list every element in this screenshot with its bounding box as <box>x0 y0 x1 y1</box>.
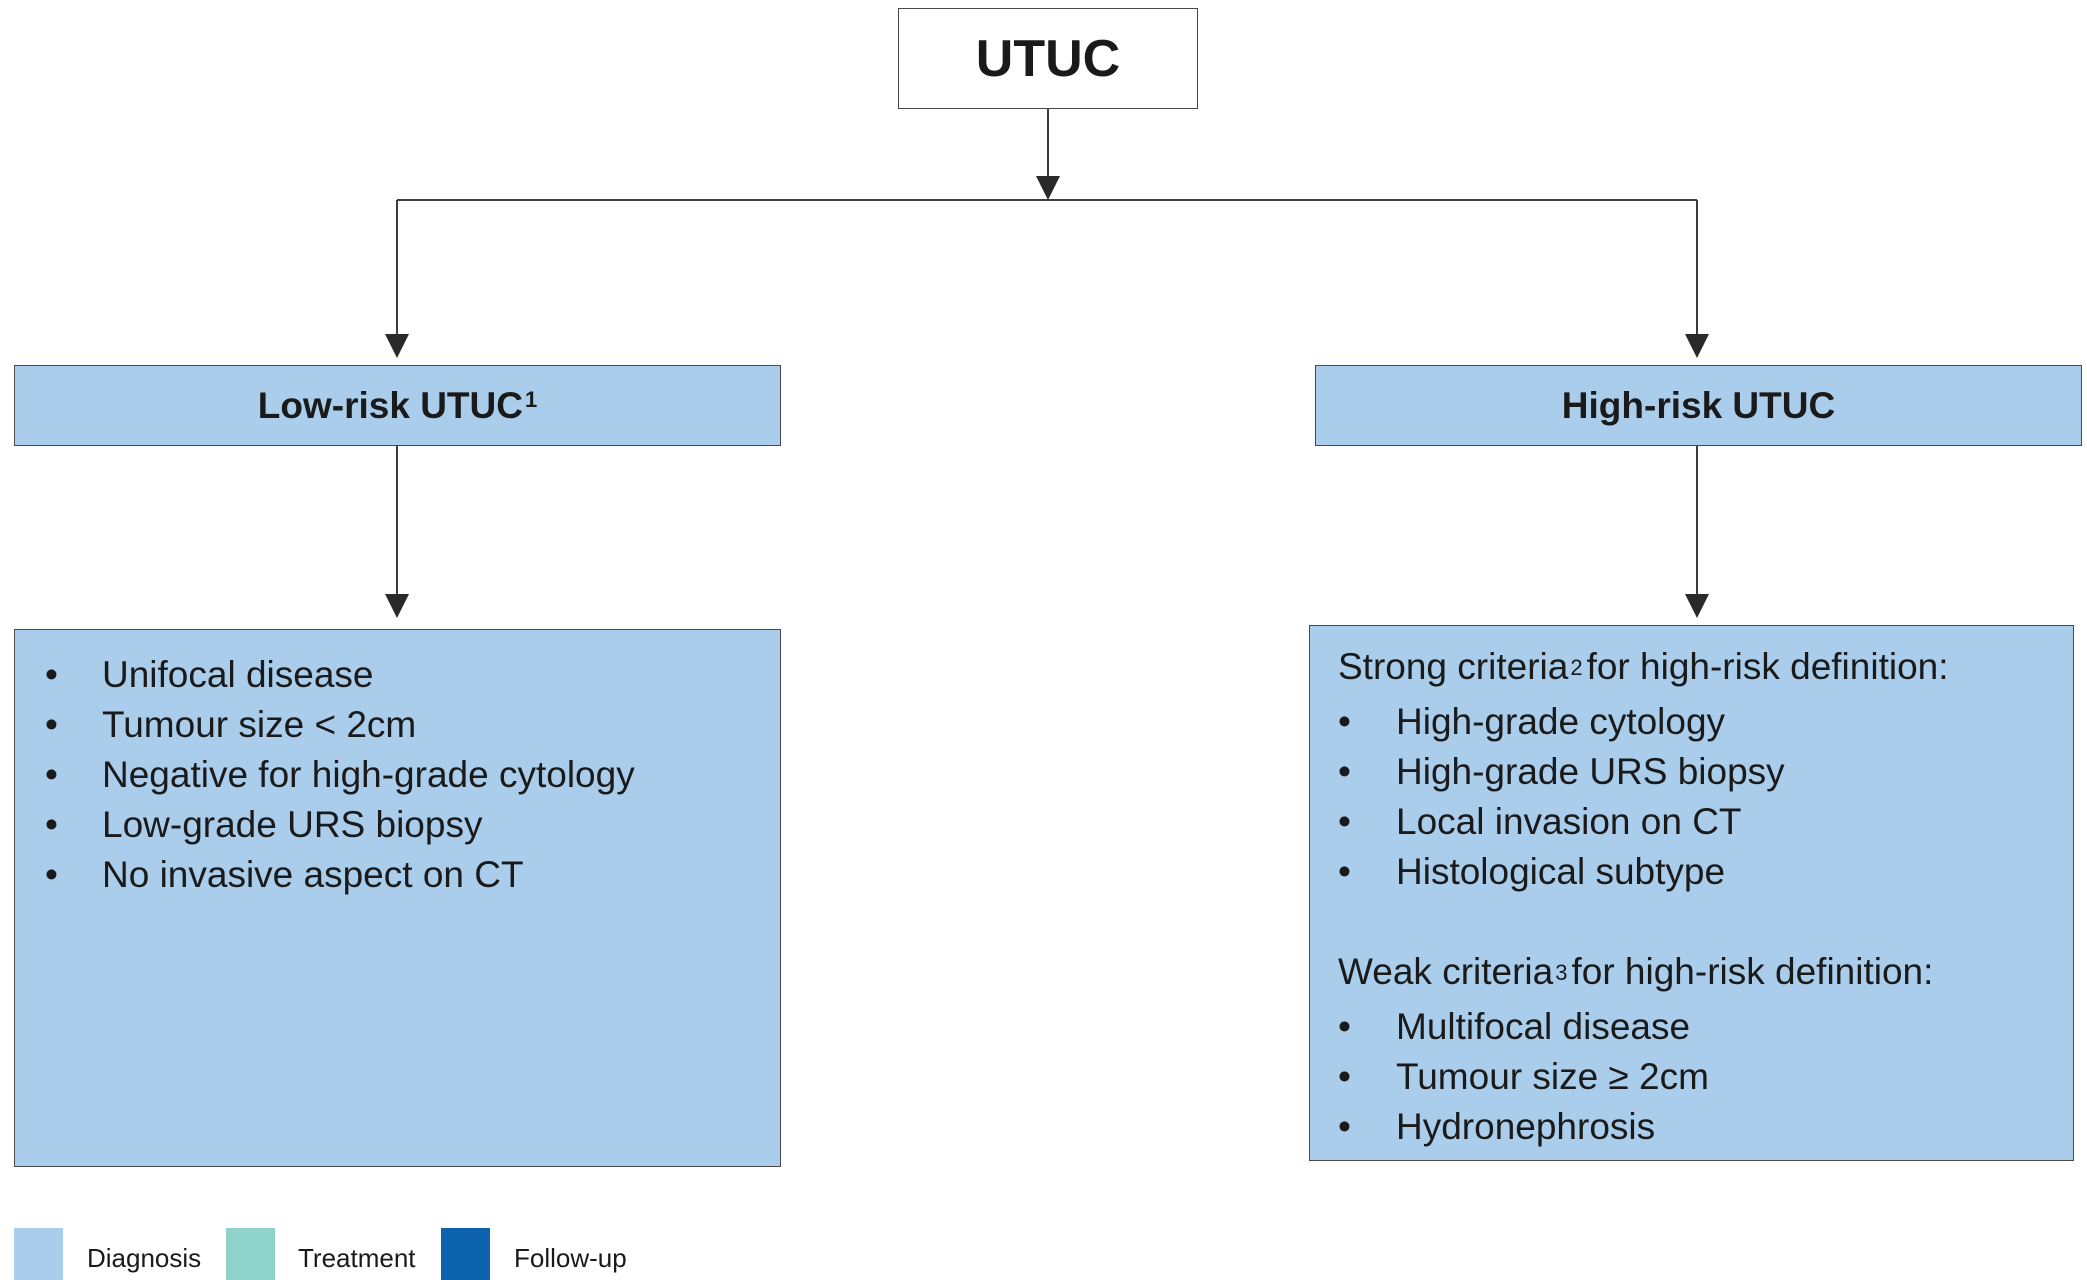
legend-label-follow-up: Follow-up <box>514 1243 627 1273</box>
high-risk-title: High-risk UTUC <box>1561 384 1836 426</box>
weak-criteria-label: Weak criteria <box>1338 951 1554 992</box>
list-item: Negative for high-grade cytology <box>15 750 780 800</box>
list-item: No invasive aspect on CT <box>15 850 780 900</box>
low-risk-arrowhead <box>385 334 409 358</box>
root-node: UTUC <box>898 8 1198 109</box>
weak-criteria-footnote: 3 <box>1555 960 1568 985</box>
legend-label-treatment: Treatment <box>298 1243 416 1273</box>
list-item: High-grade cytology <box>1310 697 2073 747</box>
low-detail-arrowhead <box>385 594 409 618</box>
legend-label-diagnosis: Diagnosis <box>87 1243 202 1273</box>
high-detail-arrowhead <box>1685 594 1709 618</box>
list-item: Histological subtype <box>1310 847 2073 897</box>
strong-criteria-label: Strong criteria <box>1338 646 1569 687</box>
high-risk-arrowhead <box>1685 334 1709 358</box>
legend-swatch-treatment <box>226 1228 275 1280</box>
list-item: Tumour size < 2cm <box>15 700 780 750</box>
low-risk-criteria-list: Unifocal disease Tumour size < 2cm Negat… <box>15 650 780 900</box>
strong-criteria-footnote: 2 <box>1570 655 1583 680</box>
low-risk-criteria-box: Unifocal disease Tumour size < 2cm Negat… <box>14 629 781 1167</box>
legend-swatch-follow-up <box>441 1228 490 1280</box>
legend-swatch-diagnosis <box>14 1228 63 1280</box>
list-item: High-grade URS biopsy <box>1310 747 2073 797</box>
list-item: Tumour size ≥ 2cm <box>1310 1052 2073 1102</box>
root-arrowhead <box>1036 176 1060 200</box>
weak-criteria-list: Multifocal disease Tumour size ≥ 2cm Hyd… <box>1310 1002 2073 1152</box>
root-label: UTUC <box>975 29 1121 88</box>
weak-criteria-suffix: for high-risk definition: <box>1571 951 1934 992</box>
low-risk-footnote: 1 <box>524 386 538 412</box>
list-item: Low-grade URS biopsy <box>15 800 780 850</box>
list-item: Local invasion on CT <box>1310 797 2073 847</box>
spacer <box>1310 897 2073 947</box>
low-risk-title: Low-risk UTUC <box>257 384 523 426</box>
strong-criteria-list: High-grade cytology High-grade URS biops… <box>1310 697 2073 897</box>
list-item: Multifocal disease <box>1310 1002 2073 1052</box>
high-risk-header: High-risk UTUC <box>1315 365 2082 446</box>
list-item: Hydronephrosis <box>1310 1102 2073 1152</box>
strong-criteria-suffix: for high-risk definition: <box>1586 646 1949 687</box>
list-item: Unifocal disease <box>15 650 780 700</box>
